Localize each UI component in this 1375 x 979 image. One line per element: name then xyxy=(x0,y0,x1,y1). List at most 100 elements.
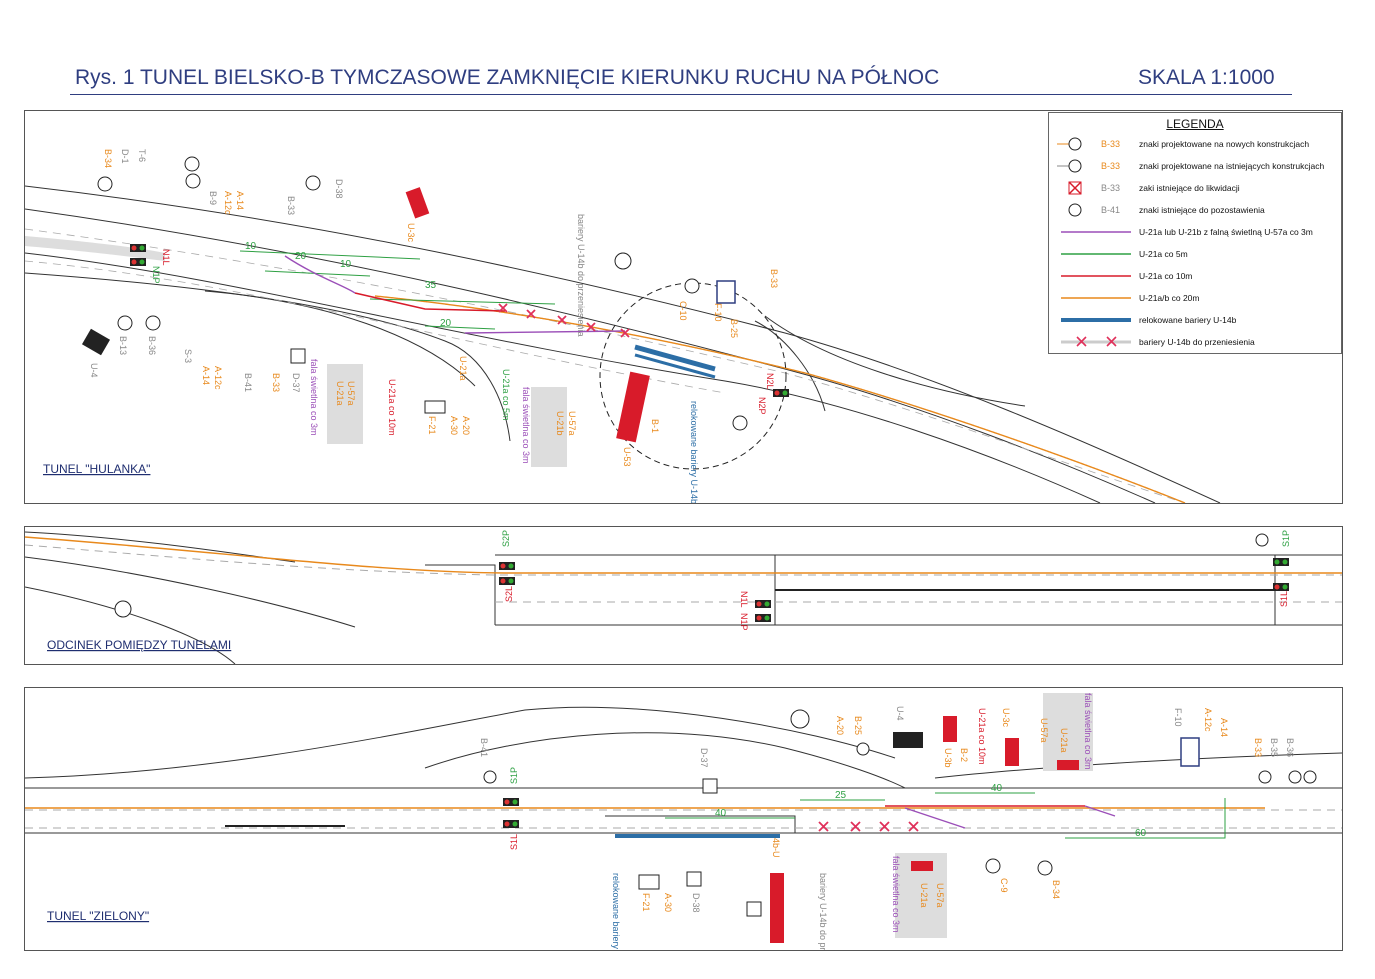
traffic-light xyxy=(499,562,515,570)
label-u3c: U-3c xyxy=(1001,708,1011,728)
label-a14: A-14 xyxy=(235,191,245,210)
road-edge xyxy=(605,815,796,833)
dim-10b: 10 xyxy=(340,259,352,270)
chevron-sign-top xyxy=(405,187,430,219)
green-dim-line xyxy=(424,325,496,330)
detail-circle xyxy=(599,282,787,470)
barrier-cross xyxy=(879,821,890,832)
label-d37: D-37 xyxy=(291,373,301,393)
dim-35: 35 xyxy=(425,280,437,291)
label-u4: U-4 xyxy=(89,363,99,378)
sign-b41 xyxy=(732,415,748,431)
barrier-cross xyxy=(908,821,919,832)
chevron-sign xyxy=(1057,760,1079,770)
label-d1: D-1 xyxy=(120,149,130,164)
barrier-cross xyxy=(620,328,630,338)
fala-box xyxy=(327,364,363,444)
purple-cone-line xyxy=(904,805,1116,829)
label-u21a5: U-21a co 5m xyxy=(501,369,511,421)
barrier-cross xyxy=(586,322,596,332)
legend-text: bariery U-14b do przeniesienia xyxy=(1139,337,1255,347)
panel-label-zielony: TUNEL "ZIELONY" xyxy=(47,909,149,923)
fala-box xyxy=(531,387,567,467)
label-u21a1: U-21a xyxy=(335,381,345,406)
chevron-sign-large xyxy=(616,371,650,443)
label-n2l: N2L xyxy=(765,373,775,390)
label-u3b: U-3b xyxy=(943,748,953,768)
green-dim-line xyxy=(369,298,556,305)
label-b41: B-41 xyxy=(243,373,253,392)
label-u53: U-53 xyxy=(622,447,632,467)
label-s1l: S1L xyxy=(509,834,519,850)
legend-text: U-21a co 5m xyxy=(1139,249,1188,259)
orange-cone-line xyxy=(374,295,1186,503)
sign-b36 xyxy=(145,315,161,331)
legend: LEGENDA B-33 znaki projektowane na nowyc… xyxy=(1048,112,1342,354)
label-u57a-b: U-57a xyxy=(935,883,945,908)
label-n1p: N1P xyxy=(739,613,749,631)
road-edge xyxy=(25,706,896,779)
sign-b36 xyxy=(1303,770,1317,784)
label-f21: F-21 xyxy=(427,416,437,435)
traffic-light xyxy=(1273,558,1289,566)
label-s1p: S1P xyxy=(1281,530,1291,547)
legend-text: znaki projektowane na nowych konstrukcja… xyxy=(1139,139,1310,149)
label-b33-right: B-33 xyxy=(769,269,779,288)
road-edge xyxy=(204,290,476,387)
sign-f21 xyxy=(638,874,660,890)
label-t6: T-6 xyxy=(137,149,147,162)
legend-row: U-21a/b co 20m xyxy=(1057,289,1337,307)
panel-label-hulanka: TUNEL "HULANKA" xyxy=(43,462,150,476)
label-a20: A-20 xyxy=(461,416,471,435)
label-a30: A-30 xyxy=(449,416,459,435)
label-u3c: U-3c xyxy=(406,223,416,243)
legend-text: U-21a co 10m xyxy=(1139,271,1193,281)
label-a20: A-20 xyxy=(835,716,845,735)
label-n1p: N1P xyxy=(151,266,161,284)
legend-row: relokowane bariery U-14b xyxy=(1057,311,1337,329)
label-d38: D-38 xyxy=(691,893,701,913)
dim-10a: 10 xyxy=(245,241,257,252)
orange-cone-line xyxy=(25,536,1342,574)
label-b9: B-9 xyxy=(208,191,218,205)
green-dim-line xyxy=(264,270,371,277)
legend-text: znaki istniejące do pozostawienia xyxy=(1139,205,1265,215)
label-u57a2: U-57a xyxy=(567,411,577,436)
chevron-sign xyxy=(1005,738,1019,766)
label-c9: C-9 xyxy=(999,878,1009,893)
label-fala-b: fala świetlna co 3m xyxy=(891,856,901,933)
traffic-light xyxy=(773,389,789,397)
label-a14: A-14 xyxy=(1219,718,1229,737)
label-b33-left: B-33 xyxy=(271,373,281,392)
panel-tunel-zielony: 25 40 40 60 xyxy=(24,687,1343,951)
plan-hulanka: 10 20 10 35 20 xyxy=(25,149,1221,503)
label-a30: A-30 xyxy=(663,893,673,912)
panel-label-odcinek: ODCINEK POMIĘDZY TUNELAMI xyxy=(47,638,231,652)
label-b1: B-1 xyxy=(650,419,660,433)
label-a14-left: A-14 xyxy=(201,366,211,385)
green-line-icon xyxy=(1061,253,1131,255)
sign-b34 xyxy=(1037,860,1053,876)
fala-box xyxy=(1043,693,1093,771)
ramp-edge xyxy=(754,320,826,412)
label-u21a10: U-21a co 10m xyxy=(977,708,987,765)
label-bariery: bariery U-14b do przeniesienia xyxy=(818,873,828,950)
label-a12c: A-12c xyxy=(1203,708,1213,732)
road-edge xyxy=(25,556,356,628)
label-u57a: U-57a xyxy=(1039,718,1049,743)
svg-text:B-33: B-33 xyxy=(1101,183,1120,193)
no-entry-sign xyxy=(114,600,132,618)
dim-40a: 40 xyxy=(715,808,727,819)
purple-line-icon xyxy=(1061,231,1131,233)
label-c10: C-10 xyxy=(678,301,688,321)
sign-f10 xyxy=(1180,737,1200,767)
svg-text:B-33: B-33 xyxy=(1101,139,1120,149)
label-a12c-left: A-12c xyxy=(213,366,223,390)
label-u21a-b: U-21a xyxy=(919,883,929,908)
sign-info xyxy=(746,901,762,917)
sign-b41 xyxy=(483,770,497,784)
label-s2p: S2P xyxy=(501,530,511,547)
road-edge xyxy=(764,315,1026,407)
label-b33: B-33 xyxy=(286,196,296,215)
label-fala: fala świetlna co 3m xyxy=(1083,693,1093,770)
